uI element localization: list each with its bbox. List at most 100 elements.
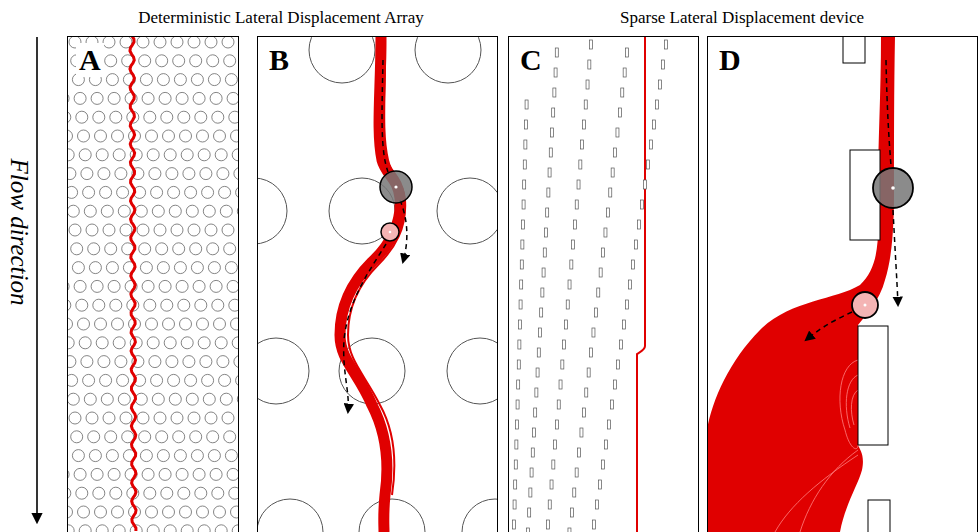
panel-group-title: Deterministic Lateral Displacement Array	[138, 8, 424, 28]
pillar	[203, 205, 215, 217]
pillar	[161, 299, 173, 311]
post	[568, 280, 571, 289]
pillar	[180, 318, 192, 330]
post	[523, 160, 526, 169]
post	[582, 120, 585, 129]
pillar	[96, 149, 108, 161]
post	[563, 340, 566, 349]
pillar	[105, 243, 117, 255]
pillar	[103, 36, 115, 48]
pillar	[163, 130, 175, 142]
pillar	[232, 149, 238, 161]
pillar	[168, 374, 180, 386]
post	[552, 460, 555, 469]
pillar	[146, 318, 158, 330]
post	[517, 360, 520, 369]
pillar	[152, 393, 164, 405]
pillar	[188, 224, 200, 236]
pillar	[219, 374, 231, 386]
pillar	[231, 318, 239, 330]
pillar	[151, 186, 163, 198]
pillar	[437, 178, 497, 244]
pillar	[232, 337, 238, 349]
pillar	[84, 205, 96, 217]
pillar	[76, 487, 88, 499]
pillar	[191, 262, 203, 274]
pillar	[137, 224, 149, 236]
post	[616, 360, 619, 369]
post	[582, 408, 585, 417]
pillar	[91, 468, 103, 480]
pillar	[174, 262, 186, 274]
pillar	[180, 506, 192, 518]
pillar	[115, 356, 127, 368]
post	[518, 320, 521, 329]
post	[637, 220, 640, 229]
post	[513, 500, 516, 509]
post	[573, 488, 576, 497]
pillar	[225, 74, 237, 86]
pillar	[462, 499, 497, 532]
post	[566, 300, 569, 309]
post	[640, 200, 643, 209]
pillar	[152, 205, 164, 217]
pillar	[106, 262, 118, 274]
pillar	[112, 130, 124, 142]
post	[546, 208, 549, 217]
trajectory-large	[400, 200, 407, 262]
pillar	[113, 149, 125, 161]
pillar	[117, 374, 129, 386]
pillar	[222, 224, 234, 236]
pillar	[147, 525, 159, 532]
pillar	[171, 36, 183, 48]
pillar	[181, 525, 193, 532]
pillar	[108, 280, 120, 292]
post	[604, 440, 607, 449]
pillar	[447, 338, 497, 404]
post	[529, 488, 532, 497]
large-particle	[873, 168, 913, 208]
post	[595, 500, 598, 509]
pillar	[210, 280, 222, 292]
post	[555, 48, 558, 57]
pillar	[154, 224, 166, 236]
post	[607, 420, 610, 429]
post	[598, 480, 601, 489]
post	[606, 208, 609, 217]
streamline	[348, 36, 405, 495]
pillar	[79, 337, 91, 349]
pillar	[67, 205, 79, 217]
pillar	[100, 374, 112, 386]
pillar	[190, 55, 202, 67]
post	[521, 220, 524, 229]
post	[581, 140, 584, 149]
post	[619, 340, 622, 349]
pillar	[100, 186, 112, 198]
recirculation-contours	[775, 360, 858, 532]
pillar	[135, 205, 147, 217]
post	[652, 120, 655, 129]
post	[646, 160, 649, 169]
small-particle	[381, 223, 399, 241]
pillar	[193, 468, 205, 480]
post	[602, 248, 605, 257]
pillar	[173, 243, 185, 255]
pillar	[105, 431, 117, 443]
particle-centre	[394, 185, 397, 188]
pillar	[236, 186, 238, 198]
pillar	[135, 393, 147, 405]
post	[514, 480, 517, 489]
pillar	[67, 393, 79, 405]
pillar	[151, 374, 163, 386]
pillar	[161, 111, 173, 123]
pillar	[142, 280, 154, 292]
post	[623, 68, 626, 77]
pillar	[200, 356, 212, 368]
post	[858, 326, 888, 445]
post	[548, 500, 551, 509]
pillar	[69, 224, 81, 236]
large-particle	[380, 171, 412, 203]
pillar	[101, 205, 113, 217]
pillar	[178, 111, 190, 123]
